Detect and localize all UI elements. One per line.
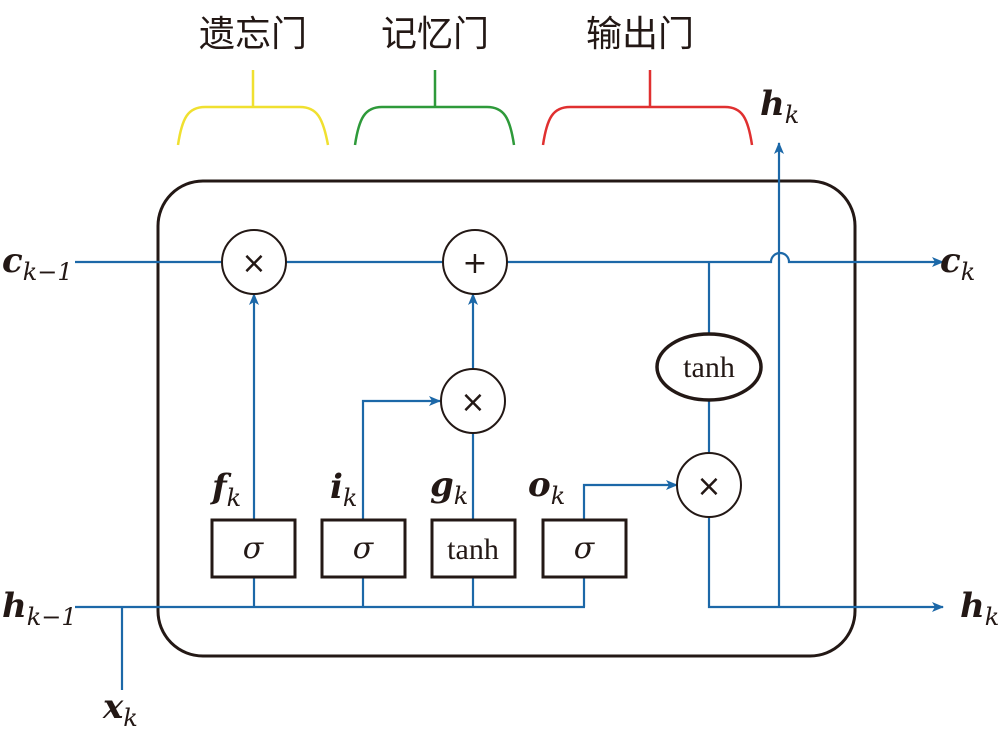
candidate-box: tanh [430, 518, 517, 579]
hidden-top-label: hk [760, 84, 799, 129]
output-signal-label: ok [528, 465, 565, 510]
plus-icon: + [462, 246, 487, 281]
input-signal-label: ik [330, 467, 357, 512]
candidate-tanh-label: tanh [447, 533, 499, 566]
multiply-icon: × [241, 246, 266, 281]
cell-add-op: + [442, 229, 508, 295]
multiply-icon: × [460, 385, 485, 420]
output-signal-wire [582, 480, 678, 520]
output-gate-bracket [541, 70, 754, 146]
input-multiply-op: × [440, 368, 506, 434]
cell-state-line [75, 253, 943, 262]
sigma-label: σ [243, 531, 265, 566]
output-gate-title: 输出门 [586, 14, 694, 55]
cell-out-label: ck [940, 241, 975, 286]
cell-prev-label: ck−1 [2, 241, 73, 286]
cell-tanh-label: tanh [683, 351, 735, 384]
output-product-wire [707, 517, 944, 612]
x-input-label: xk [102, 687, 138, 732]
output-multiply-op: × [676, 452, 742, 518]
memory-gate-title: 记忆门 [381, 14, 489, 55]
candidate-signal-label: gk [430, 465, 468, 510]
forget-multiply-op: × [221, 229, 287, 295]
forget-gate-bracket [176, 70, 330, 146]
hidden-prev-label: hk−1 [2, 586, 77, 631]
output-gate-box: σ [541, 518, 628, 579]
sigma-label: σ [353, 531, 375, 566]
hidden-out-label: hk [960, 586, 999, 631]
forget-signal-label: fk [210, 467, 241, 512]
forget-gate-title: 遗忘门 [199, 14, 307, 55]
input-gate-box: σ [320, 518, 407, 579]
memory-gate-bracket [353, 70, 516, 146]
cell-tanh-unit: tanh [655, 332, 763, 402]
multiply-icon: × [696, 469, 721, 504]
lstm-cell-boundary [156, 179, 857, 658]
sigma-label: σ [574, 531, 596, 566]
forget-gate-box: σ [210, 518, 297, 579]
input-signal-wire [361, 396, 441, 520]
